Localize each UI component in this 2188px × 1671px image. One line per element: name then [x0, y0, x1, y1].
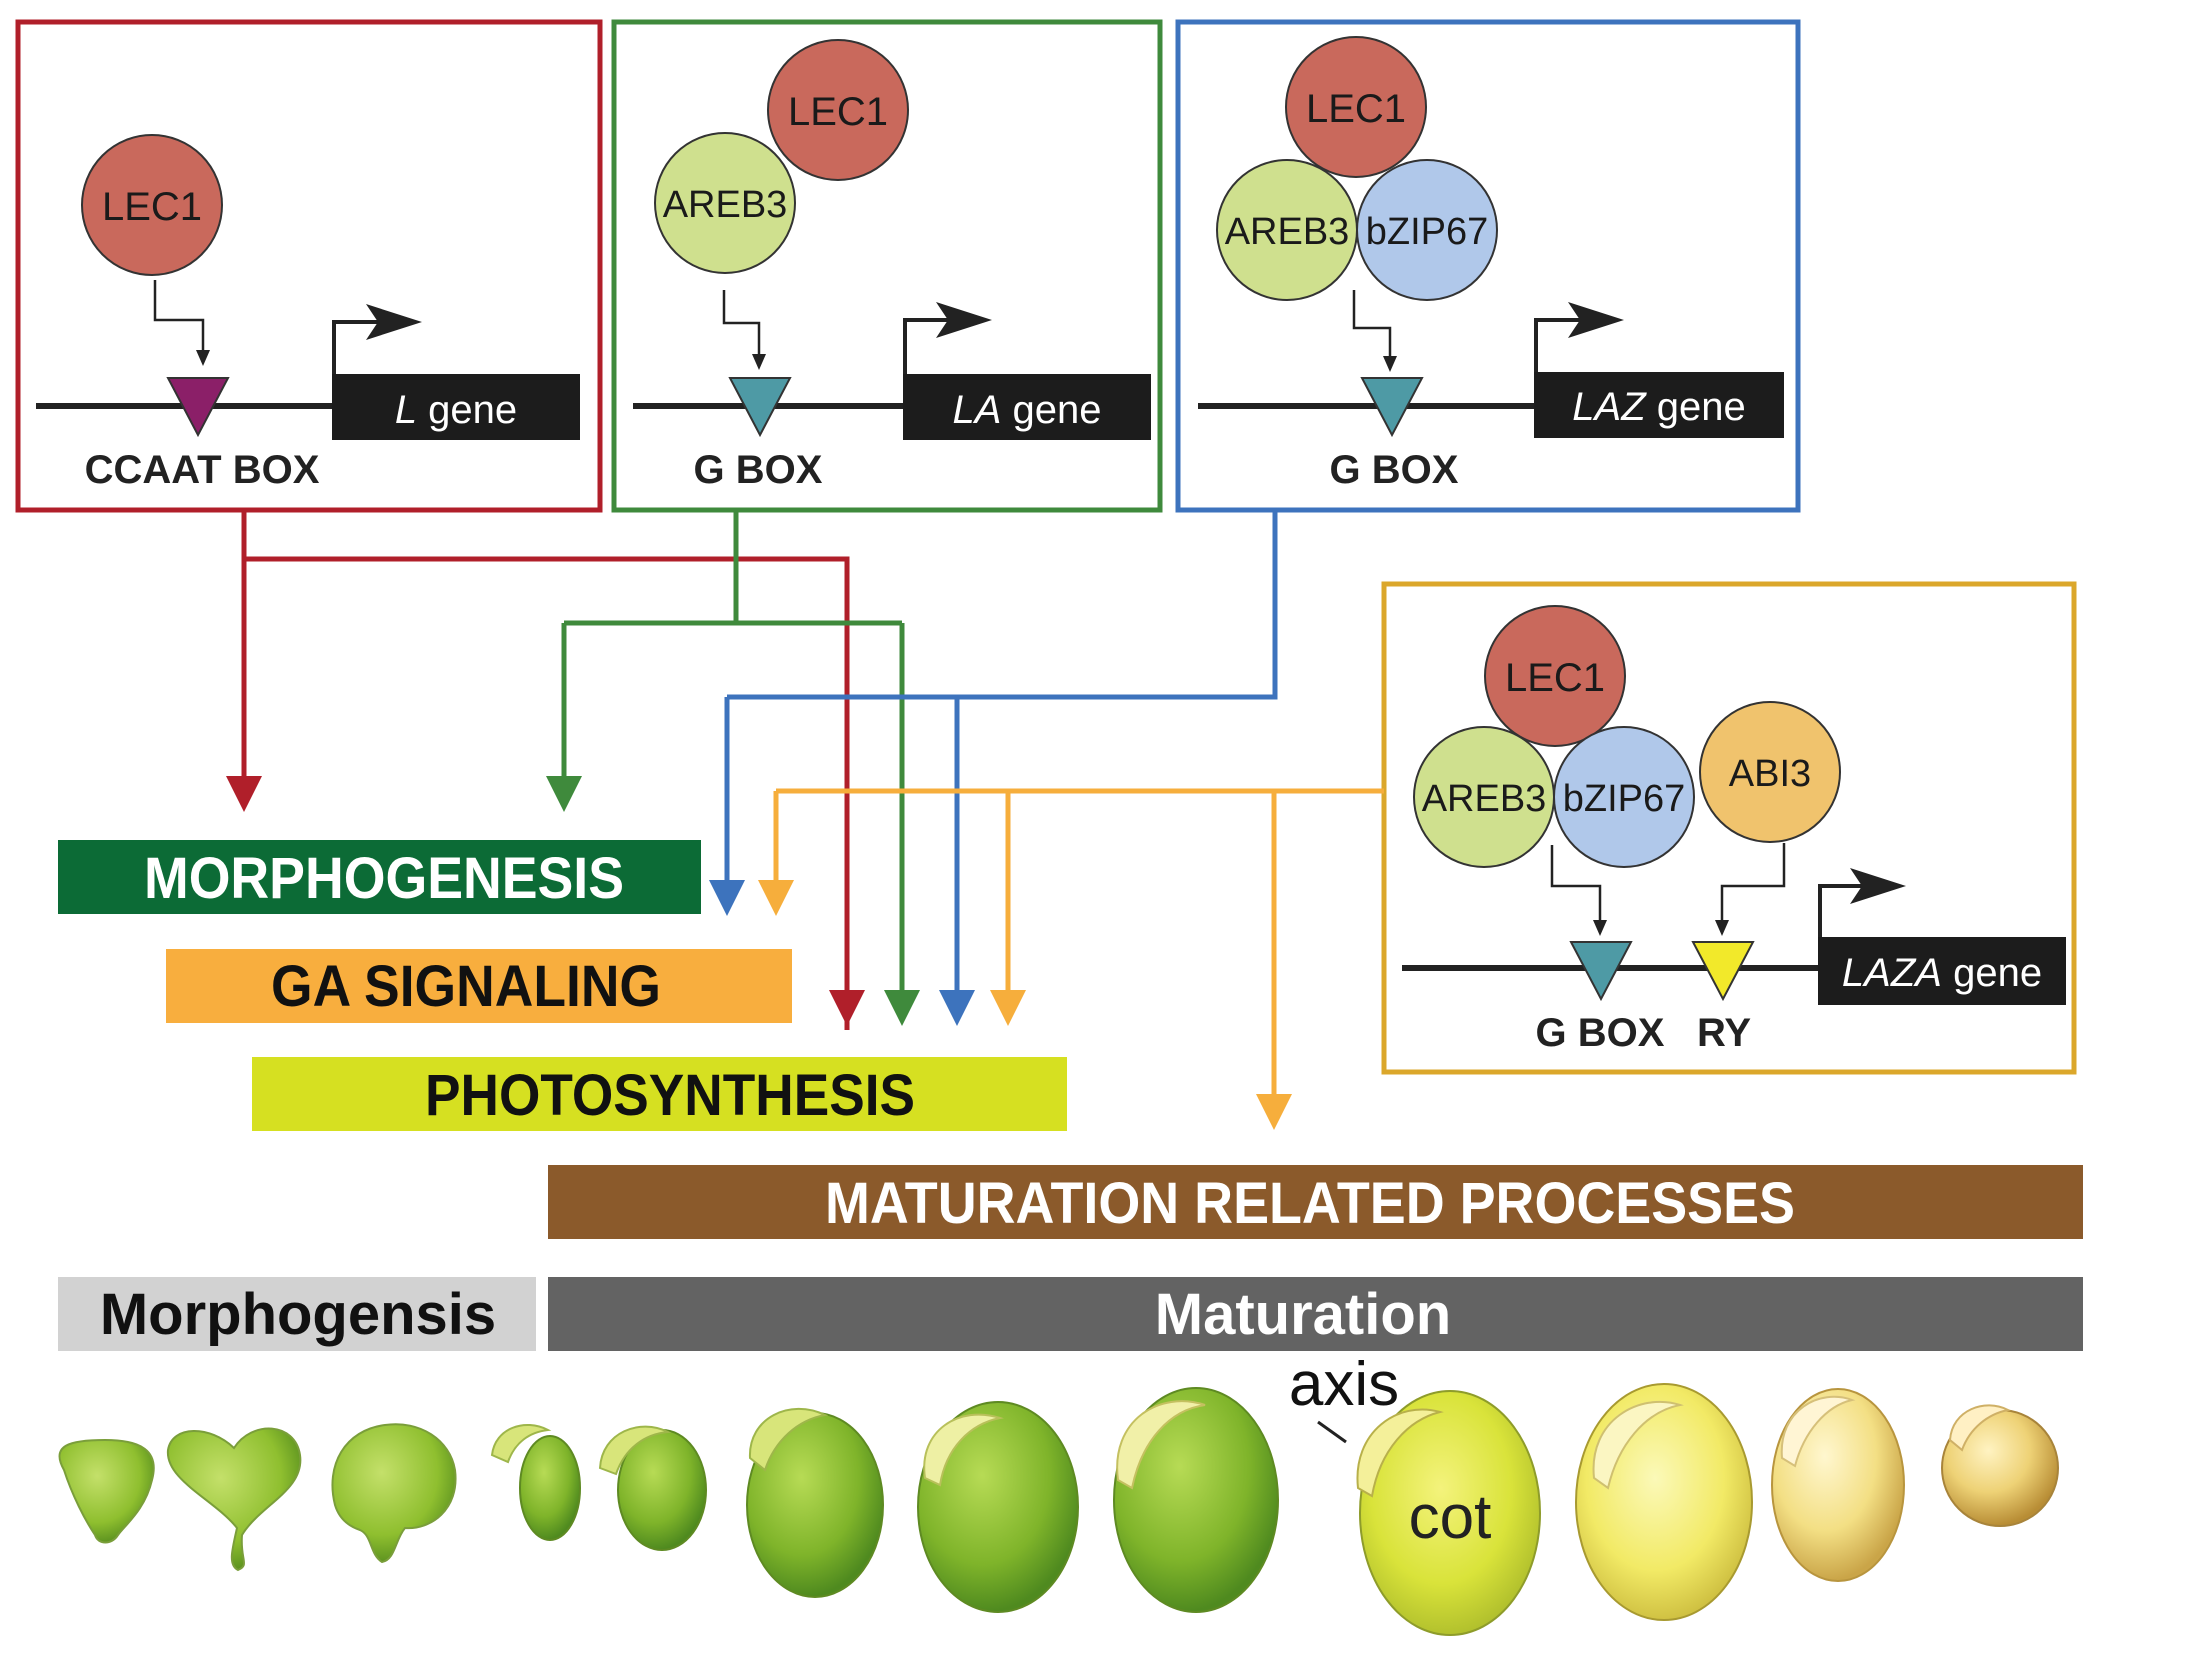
abi3-label: ABI3 [1729, 753, 1811, 795]
laz-gene-label: LAZ gene [1572, 385, 1745, 429]
ccaat-box-label: CCAAT BOX [85, 448, 320, 492]
tss-arrow [332, 320, 385, 374]
tss-arrow [903, 318, 955, 374]
areb3-label: AREB3 [663, 184, 788, 226]
ry-marker [1691, 941, 1755, 1002]
blue-arrowhead [939, 990, 975, 1026]
maturation-phase-label: Maturation [1155, 1282, 1451, 1347]
laz-gene-connectors [724, 510, 1278, 1000]
laza-gene-module: LEC1 AREB3 bZIP67 ABI3 LAZA gene G BOX R… [1402, 605, 2066, 1055]
embryo-stage-2 [166, 1427, 302, 1572]
tss-arrow [1534, 318, 1586, 372]
bzip67-label: bZIP67 [1366, 211, 1489, 253]
g-box-label: G BOX [1330, 448, 1459, 492]
ccaat-box-marker [166, 377, 230, 438]
g-box-marker [728, 377, 792, 438]
red-arrowhead [829, 990, 865, 1026]
laz-gene-box [1534, 372, 1784, 438]
bzip67-protein [1356, 159, 1498, 301]
orange-arrowhead [1256, 1094, 1292, 1130]
embryo-stage-3 [331, 1423, 457, 1564]
lec1-label: LEC1 [1505, 656, 1605, 700]
areb3-protein [654, 132, 796, 274]
la-gene-module-frame [611, 19, 1163, 513]
cot-label: cot [1409, 1483, 1492, 1552]
embryo-stage-11 [1771, 1388, 1905, 1582]
green-arrowhead [546, 776, 582, 812]
maturation-processes-bar [548, 1165, 2083, 1239]
tss-arrow [1818, 884, 1868, 940]
lec1-label: LEC1 [788, 90, 888, 134]
orange-arrowhead [990, 990, 1026, 1026]
la-gene-box [903, 374, 1151, 440]
embryo-stage-4 [490, 1424, 581, 1541]
binding-arrow [1550, 845, 1602, 926]
axis-label: axis [1289, 1350, 1399, 1419]
morphogenesis-process-bar [58, 840, 701, 914]
abi3-protein [1699, 701, 1841, 843]
laz-gene-module-frame [1175, 19, 1801, 513]
morphogenesis-process-label: MORPHOGENESIS [144, 846, 624, 911]
lec1-label: LEC1 [102, 185, 202, 229]
green-arrowhead [884, 990, 920, 1026]
embryo-stage-8 [1113, 1387, 1279, 1613]
red-arrowhead [226, 776, 262, 812]
maturation-processes-label: MATURATION RELATED PROCESSES [825, 1171, 1795, 1236]
lec1-protein [81, 134, 223, 276]
embryo-stage-1 [58, 1438, 155, 1544]
laza-gene-module-frame [1381, 581, 2077, 1075]
embryo-series: axis cot [58, 1350, 2059, 1636]
g-box-label: G BOX [1536, 1011, 1665, 1055]
embryo-stage-12 [1941, 1404, 2059, 1527]
ga-signaling-process-bar [166, 949, 792, 1023]
binding-arrow [153, 280, 205, 356]
photosynthesis-process-label: PHOTOSYNTHESIS [425, 1063, 915, 1128]
binding-arrow [1352, 290, 1392, 362]
bzip67-label: bZIP67 [1563, 778, 1686, 820]
maturation-phase-bar [548, 1277, 2083, 1351]
ga-signaling-process-label: GA SIGNALING [271, 954, 661, 1019]
g-box-label: G BOX [694, 448, 823, 492]
bzip67-protein [1553, 726, 1695, 868]
embryo-stage-5 [598, 1425, 707, 1551]
areb3-label: AREB3 [1225, 211, 1350, 253]
la-gene-label: LA gene [952, 388, 1101, 432]
orange-arrowhead [758, 880, 794, 916]
embryo-stage-6 [746, 1407, 884, 1598]
morphogenesis-phase-label: Morphogensis [100, 1282, 496, 1347]
lec1-protein [767, 39, 909, 181]
l-gene-box [332, 374, 580, 440]
la-gene-module: LEC1 AREB3 LA gene G BOX [633, 39, 1151, 492]
laz-gene-module: LEC1 AREB3 bZIP67 LAZ gene G BOX [1198, 36, 1784, 492]
blue-arrowhead [709, 880, 745, 916]
embryo-stage-7 [917, 1401, 1079, 1613]
embryo-stage-9: axis cot [1289, 1350, 1541, 1636]
lec1-protein [1285, 36, 1427, 178]
l-gene-module-frame [15, 19, 603, 513]
laza-gene-connectors [773, 788, 1384, 1108]
photosynthesis-process-bar [252, 1057, 1067, 1131]
l-gene-connectors [241, 510, 850, 1030]
areb3-label: AREB3 [1422, 778, 1547, 820]
l-gene-module: LEC1 L gene CCAAT BOX [36, 134, 580, 492]
binding-arrow [1720, 843, 1786, 926]
axis-pointer-line [1317, 1420, 1347, 1444]
l-gene-label: L gene [395, 388, 517, 432]
laza-gene-box [1818, 937, 2066, 1005]
binding-arrow [722, 290, 761, 360]
ry-label: RY [1697, 1011, 1751, 1055]
lec1-protein [1484, 605, 1626, 747]
embryo-stage-10 [1575, 1383, 1753, 1621]
g-box-marker [1360, 377, 1424, 438]
morphogenesis-phase-bar [58, 1277, 536, 1351]
g-box-marker [1569, 941, 1633, 1002]
lec1-label: LEC1 [1306, 87, 1406, 131]
la-gene-connectors [561, 510, 905, 1000]
laza-gene-label: LAZA gene [1842, 951, 2042, 995]
